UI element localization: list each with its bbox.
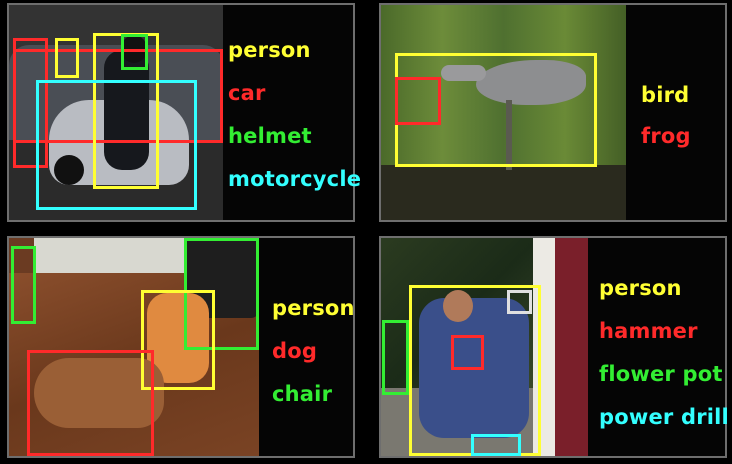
label-person: person: [228, 38, 311, 62]
label-frog: frog: [641, 124, 691, 148]
heron-neck: [441, 65, 486, 81]
label-hammer: hammer: [599, 319, 698, 343]
heron-legs: [506, 100, 512, 170]
window-shape: [34, 238, 189, 273]
label-bird: bird: [641, 83, 690, 107]
bbox-flower-pot: [382, 320, 409, 395]
bbox-person-small: [55, 38, 79, 78]
wheel-shape: [54, 155, 84, 185]
label-person: person: [599, 276, 682, 300]
bbox-dog: [27, 350, 154, 456]
label-person: person: [272, 296, 355, 320]
rider-shape: [104, 50, 149, 170]
street-photo: [9, 5, 223, 220]
heron-body: [476, 60, 586, 105]
workshop-photo: [381, 238, 588, 456]
bbox-frog: [395, 77, 441, 125]
bbox-motorcycle: [36, 80, 197, 210]
label-motorcycle: motorcycle: [228, 167, 362, 191]
room-photo: [9, 238, 259, 456]
label-helmet: helmet: [228, 124, 312, 148]
label-flower-pot: flower pot: [599, 362, 723, 386]
panel-living-room: person dog chair: [7, 236, 355, 458]
panel-street: person car helmet motorcycle: [7, 3, 361, 222]
panel-heron: bird frog: [379, 3, 727, 222]
curtain-shape: [555, 238, 588, 456]
bbox-helmet: [121, 34, 148, 70]
label-power-drill: power drill: [599, 405, 729, 429]
label-chair: chair: [272, 382, 333, 406]
label-dog: dog: [272, 339, 318, 363]
water-shape: [381, 165, 626, 220]
bbox-chair-right: [184, 238, 259, 350]
panel-workshop: person hammer flower pot power drill: [379, 236, 729, 458]
bbox-hammer-small: [507, 290, 532, 314]
bbox-hammer: [451, 335, 484, 370]
head-shape: [443, 290, 473, 322]
heron-photo: [381, 5, 626, 220]
label-car: car: [228, 81, 266, 105]
bbox-chair-left: [11, 246, 36, 324]
bbox-car-small: [13, 38, 48, 168]
bbox-power-drill: [471, 434, 521, 456]
bbox-person: [141, 290, 215, 390]
